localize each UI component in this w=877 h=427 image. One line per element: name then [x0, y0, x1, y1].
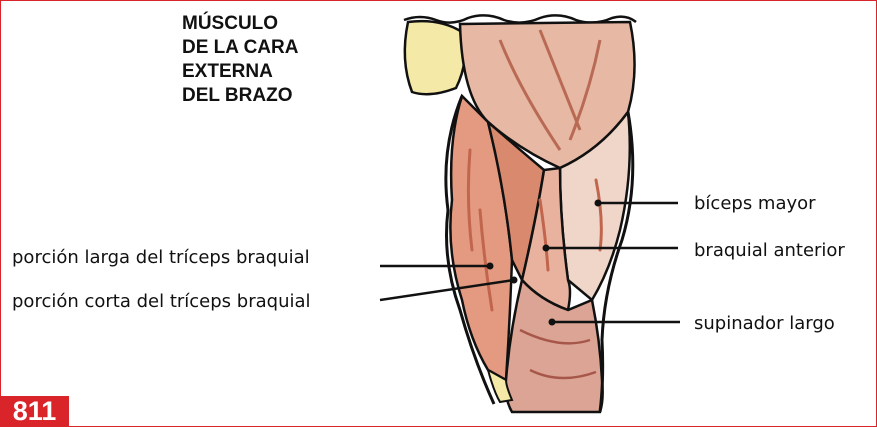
- title-line: DE LA CARA: [182, 36, 298, 60]
- title-line: MÚSCULO: [182, 12, 298, 36]
- label-biceps: bíceps mayor: [694, 193, 816, 214]
- title-line: DEL BRAZO: [182, 84, 298, 108]
- label-triceps-long: porción larga del tríceps braquial: [12, 247, 310, 268]
- label-triceps-short: porción corta del tríceps braquial: [12, 291, 311, 312]
- page-number-badge: 811: [0, 396, 69, 427]
- label-braquial-anterior: braquial anterior: [694, 240, 845, 261]
- shoulder-skin: [405, 21, 465, 94]
- diagram-title: MÚSCULO DE LA CARA EXTERNA DEL BRAZO: [182, 12, 298, 108]
- label-supinador-largo: supinador largo: [694, 313, 835, 334]
- title-line: EXTERNA: [182, 60, 298, 84]
